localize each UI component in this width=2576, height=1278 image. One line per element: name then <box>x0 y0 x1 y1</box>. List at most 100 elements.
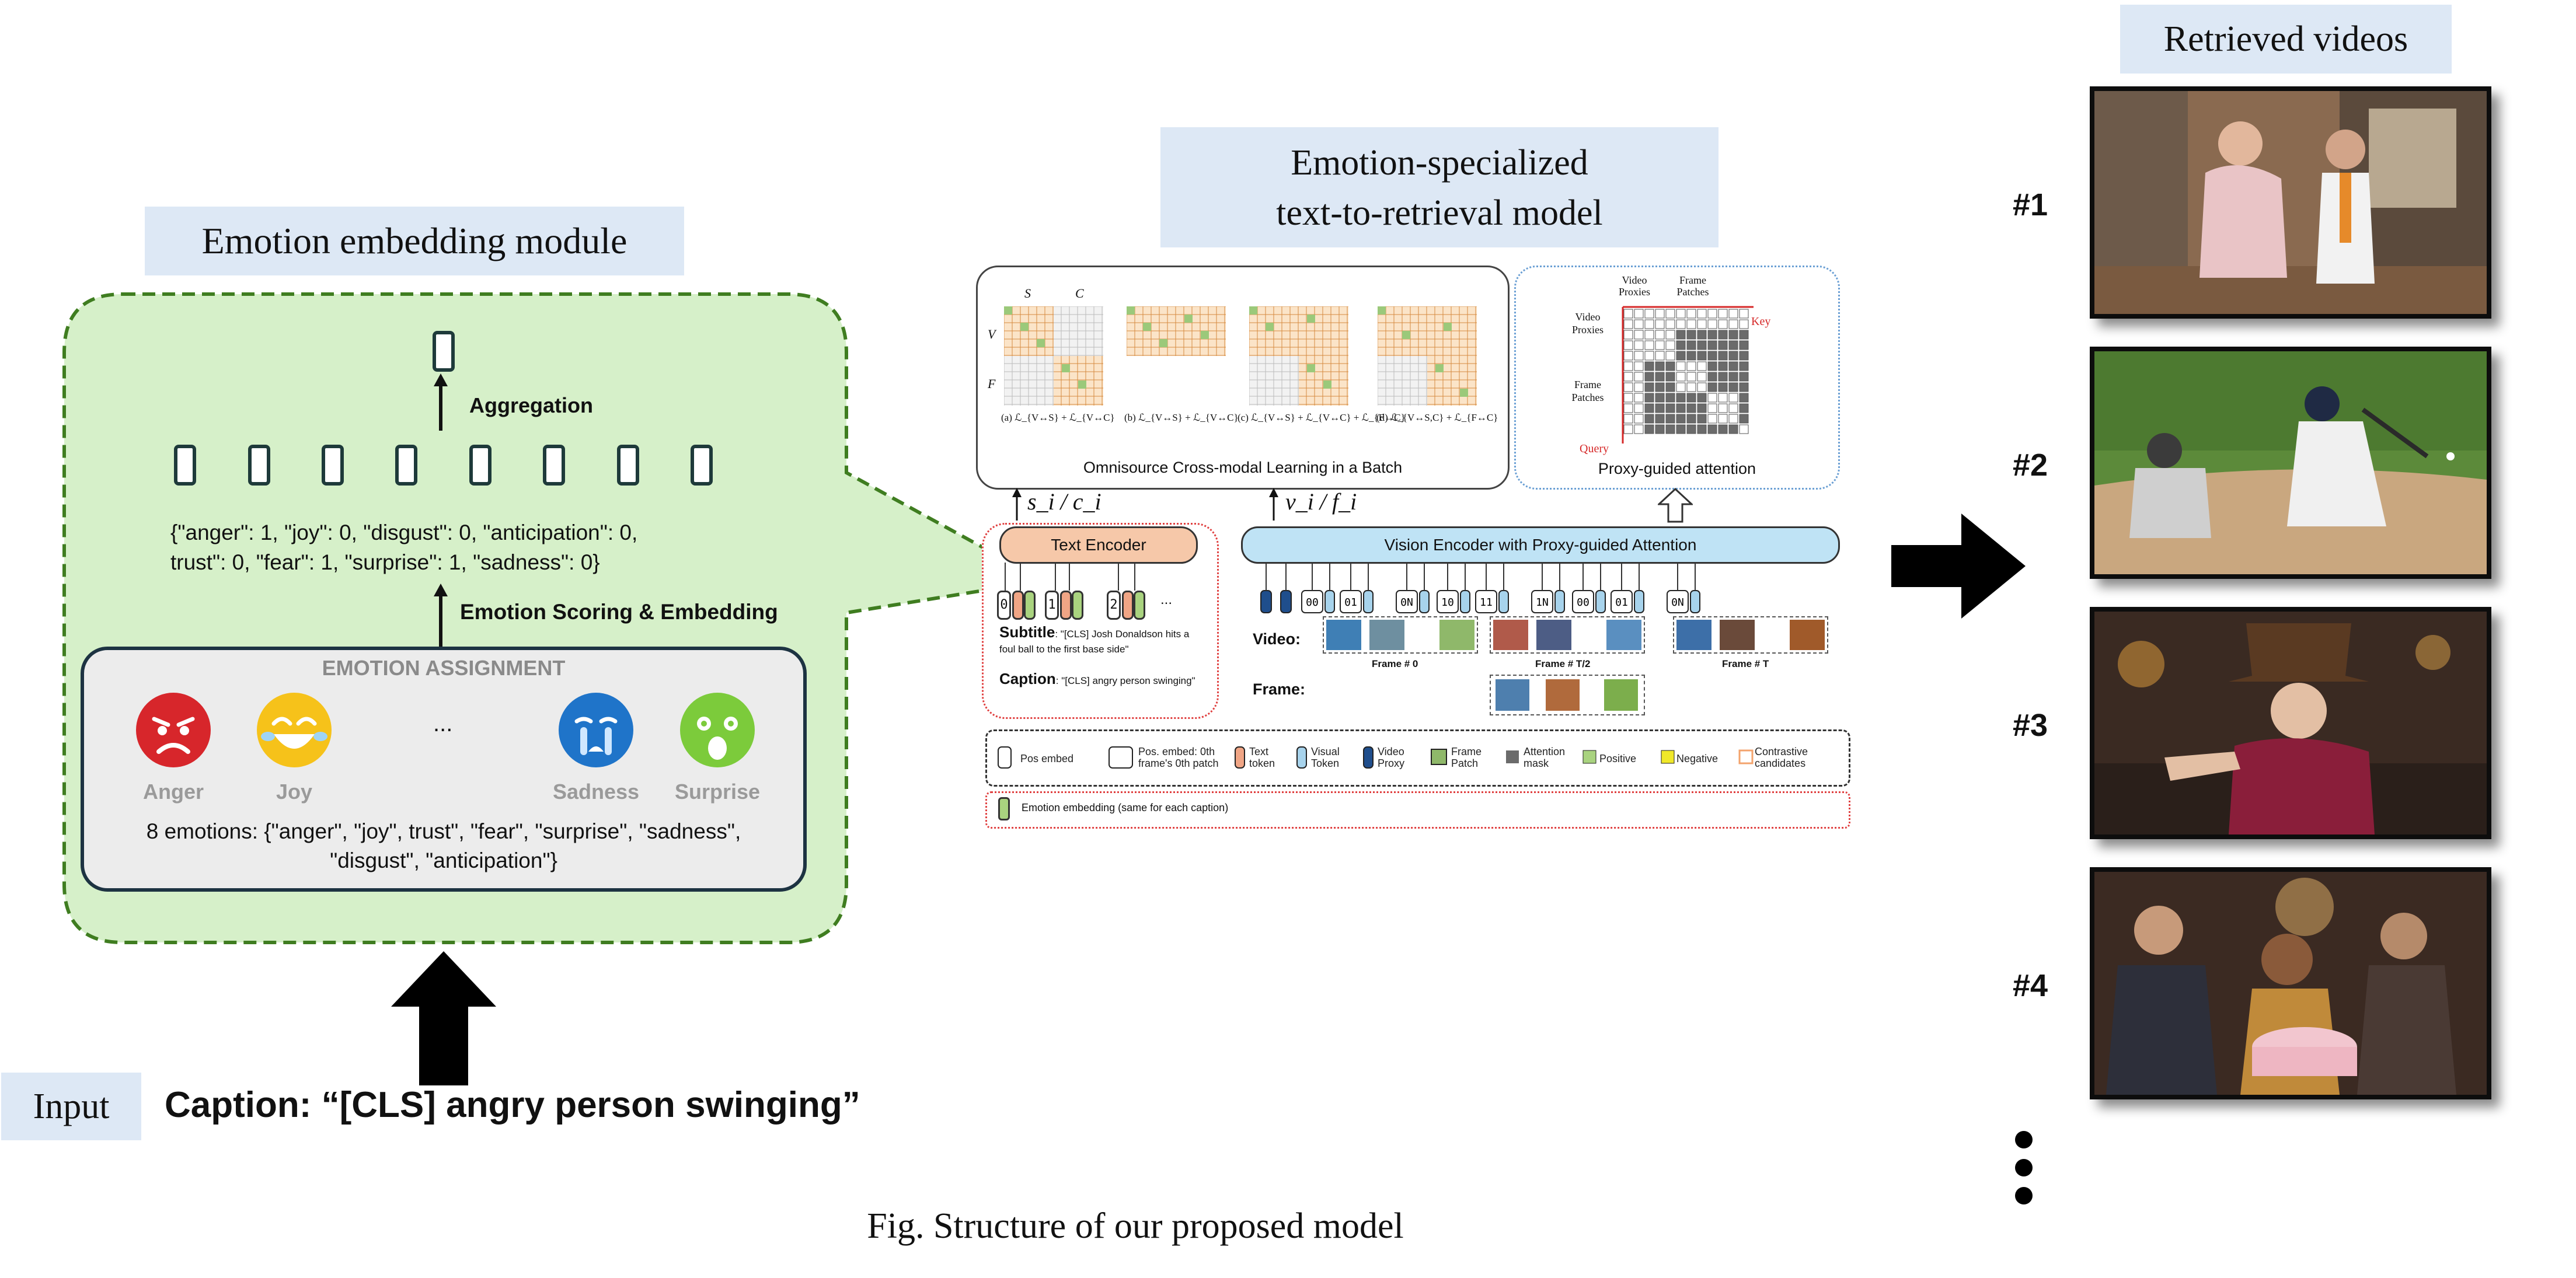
omnisource-c-label: C <box>1075 286 1084 301</box>
attention-cell <box>1665 424 1675 434</box>
attention-cell <box>1718 361 1728 371</box>
video-2-image <box>2094 351 2487 574</box>
proxy-video-proxies-side: Video Proxies <box>1572 311 1604 336</box>
emotion-embedding-legend-text: Emotion embedding (same for each caption… <box>1022 802 1229 813</box>
pos-embed-label: 01 <box>1615 596 1628 609</box>
legend-swatch-proxy <box>1363 746 1374 769</box>
attention-cell <box>1739 424 1749 434</box>
attention-cell <box>1655 393 1665 403</box>
legend-video-proxy: Video Proxy <box>1378 746 1405 769</box>
attention-cell <box>1623 361 1633 371</box>
attention-cell <box>1676 424 1686 434</box>
attention-cell <box>1655 309 1665 319</box>
text-encoder-button: Text Encoder <box>999 526 1198 564</box>
attention-cell <box>1634 351 1644 361</box>
legend-pos-embed-00: Pos. embed: 0th frame's 0th patch <box>1138 746 1219 769</box>
attention-cell <box>1644 319 1654 329</box>
emotion-token <box>395 445 417 486</box>
attention-cell <box>1686 309 1696 319</box>
attention-cell <box>1665 351 1675 361</box>
attention-cell <box>1644 330 1654 340</box>
attention-cell <box>1655 330 1665 340</box>
omnisource-matrices <box>1004 306 1477 406</box>
attention-cell <box>1707 351 1717 361</box>
emotion-embedding-swatch <box>998 797 1010 820</box>
video-3-image <box>2094 612 2487 834</box>
retrieved-videos-title: Retrieved videos <box>2120 5 2452 74</box>
attention-cell <box>1697 330 1707 340</box>
rank-3: #3 <box>2013 708 2048 743</box>
pos-embed-label: 00 <box>1577 596 1589 609</box>
attention-cell <box>1728 330 1738 340</box>
output-right-arrow <box>1891 514 2026 619</box>
legend-swatch-text <box>1235 746 1245 769</box>
attention-cell <box>1655 414 1665 424</box>
attention-cell <box>1718 309 1728 319</box>
attention-cell <box>1739 309 1749 319</box>
rank-1: #1 <box>2013 187 2048 222</box>
attention-cell <box>1665 382 1675 392</box>
emotion-list-line1: 8 emotions: {"anger", "joy", trust", "fe… <box>146 819 741 843</box>
attention-cell <box>1718 424 1728 434</box>
caption-value: : "[CLS] angry person swinging" <box>1055 675 1195 686</box>
omnisource-caption-d: (d) ℒ_{V↔S,C} + ℒ_{F↔C} <box>1376 412 1498 423</box>
proxy-key-label: Key <box>1751 315 1771 328</box>
emotion-assignment-box <box>81 647 807 892</box>
attention-cell <box>1707 414 1717 424</box>
attention-cell <box>1623 403 1633 413</box>
omnisource-caption-c: (c) ℒ_{V↔S} + ℒ_{V↔C} + ℒ_{F↔C} <box>1238 412 1406 423</box>
text-token-green <box>1134 591 1145 620</box>
retrieved-video-2[interactable] <box>2090 347 2491 579</box>
joy-emoji-icon <box>257 693 332 767</box>
video-4-image <box>2094 872 2487 1095</box>
text-token-1: 1 <box>1045 591 1059 620</box>
legend-frame-patch: Frame Patch <box>1451 746 1482 769</box>
attention-cell <box>1697 382 1707 392</box>
attention-cell <box>1655 382 1665 392</box>
attention-cell <box>1718 351 1728 361</box>
attention-cell <box>1676 319 1686 329</box>
video-row-label: Video: <box>1253 630 1301 648</box>
attention-cell <box>1697 319 1707 329</box>
visual-token <box>1554 590 1565 613</box>
retrieved-video-3[interactable] <box>2090 607 2491 839</box>
input-caption: Caption: “[CLS] angry person swinging” <box>165 1085 860 1125</box>
attention-cell <box>1665 393 1675 403</box>
visual-token <box>1498 590 1509 613</box>
attention-cell <box>1634 361 1644 371</box>
subtitle-text: Subtitle: "[CLS] Josh Donaldson hits a f… <box>999 624 1198 657</box>
pos-embed-label: 11 <box>1480 596 1493 609</box>
attention-cell <box>1644 414 1654 424</box>
attention-cell <box>1623 340 1633 350</box>
omnisource-title: Omnisource Cross-modal Learning in a Bat… <box>1083 459 1403 476</box>
aggregation-label: Aggregation <box>469 393 593 417</box>
attention-cell <box>1739 414 1749 424</box>
vision-to-proxy-arrow <box>1658 488 1693 523</box>
attention-cell <box>1718 319 1728 329</box>
attention-cell <box>1634 340 1644 350</box>
legend-swatch-negative <box>1661 750 1675 764</box>
attention-cell <box>1686 361 1696 371</box>
video-proxy-token <box>1280 590 1292 613</box>
frame-row-label: Frame: <box>1253 680 1306 698</box>
attention-cell <box>1676 361 1686 371</box>
text-token-0: 0 <box>997 591 1011 620</box>
retrieved-video-4[interactable] <box>2090 867 2491 1099</box>
emotion-scores-line1: {"anger": 1, "joy": 0, "disgust": 0, "an… <box>170 521 638 544</box>
video-frame-group-2 <box>1673 616 1828 654</box>
retrieval-model-title: Emotion-specialized text-to-retrieval mo… <box>1160 127 1719 247</box>
retrieval-model-title-line1: Emotion-specialized <box>1291 143 1588 183</box>
attention-cell <box>1644 340 1654 350</box>
attention-cell <box>1644 372 1654 382</box>
attention-cell <box>1655 424 1665 434</box>
legend-swatch-patch <box>1431 749 1447 765</box>
rank-2: #2 <box>2013 448 2048 483</box>
attention-cell <box>1644 393 1654 403</box>
attention-cell <box>1634 424 1644 434</box>
attention-cell <box>1739 361 1749 371</box>
attention-cell <box>1739 330 1749 340</box>
caption-label: Caption <box>999 670 1056 687</box>
retrieved-video-1[interactable] <box>2090 86 2491 319</box>
emotion-token <box>248 445 270 486</box>
attention-cell <box>1686 382 1696 392</box>
